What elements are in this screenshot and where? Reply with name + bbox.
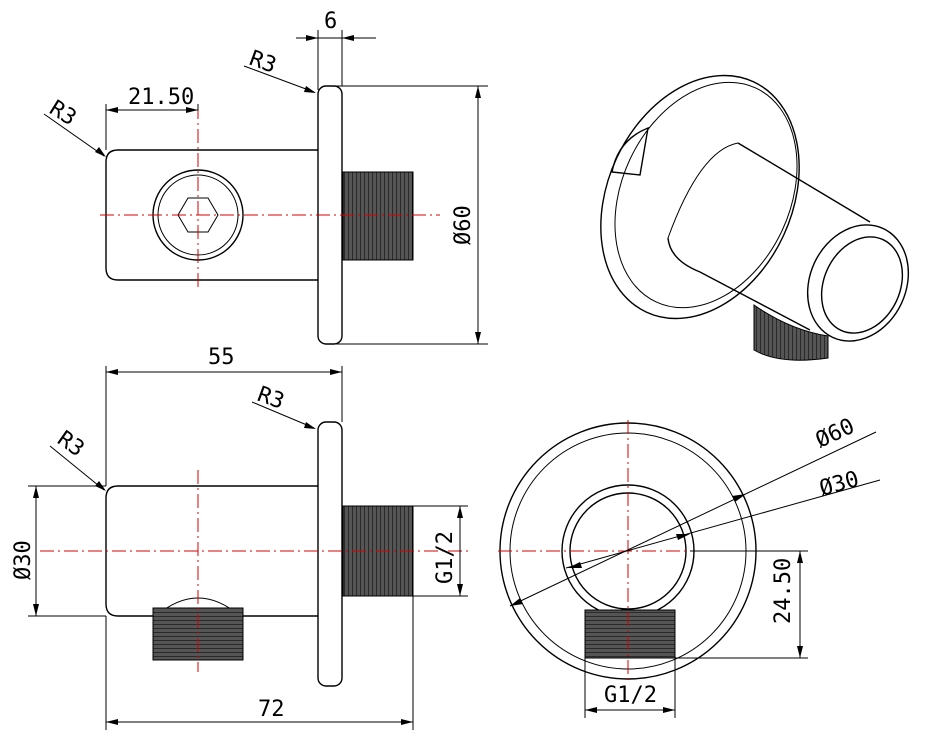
top-flange-dia-label: Ø60 <box>451 205 476 245</box>
side-total-length-label: 72 <box>258 697 285 722</box>
side-thread-label: G1/2 <box>433 531 458 584</box>
front-thread-label: G1/2 <box>604 683 657 708</box>
side-body-dia-label: Ø30 <box>11 540 36 580</box>
front-outer-dia-label: Ø60 <box>812 414 859 453</box>
top-body-radius-label: R3 <box>45 96 81 131</box>
top-view: 6 R3 21.50 R3 Ø60 <box>43 9 488 345</box>
front-inner-dia-label: Ø30 <box>817 467 862 502</box>
side-view: 55 R3 R3 Ø30 G1/2 72 <box>11 345 470 730</box>
top-flange-radius-label: R3 <box>246 46 279 79</box>
front-view: Ø60 Ø30 24.50 G1/2 <box>498 414 881 718</box>
top-thread <box>342 171 414 261</box>
top-width-label: 6 <box>324 9 337 34</box>
front-offset-label: 24.50 <box>771 558 796 624</box>
front-thread <box>584 609 676 659</box>
iso-thread <box>753 304 829 361</box>
side-body-radius-label: R3 <box>53 426 89 462</box>
isometric-view <box>600 74 910 361</box>
side-length-label: 55 <box>208 345 235 370</box>
top-hole-offset-label: 21.50 <box>128 85 194 110</box>
side-flange-radius-label: R3 <box>254 382 287 415</box>
